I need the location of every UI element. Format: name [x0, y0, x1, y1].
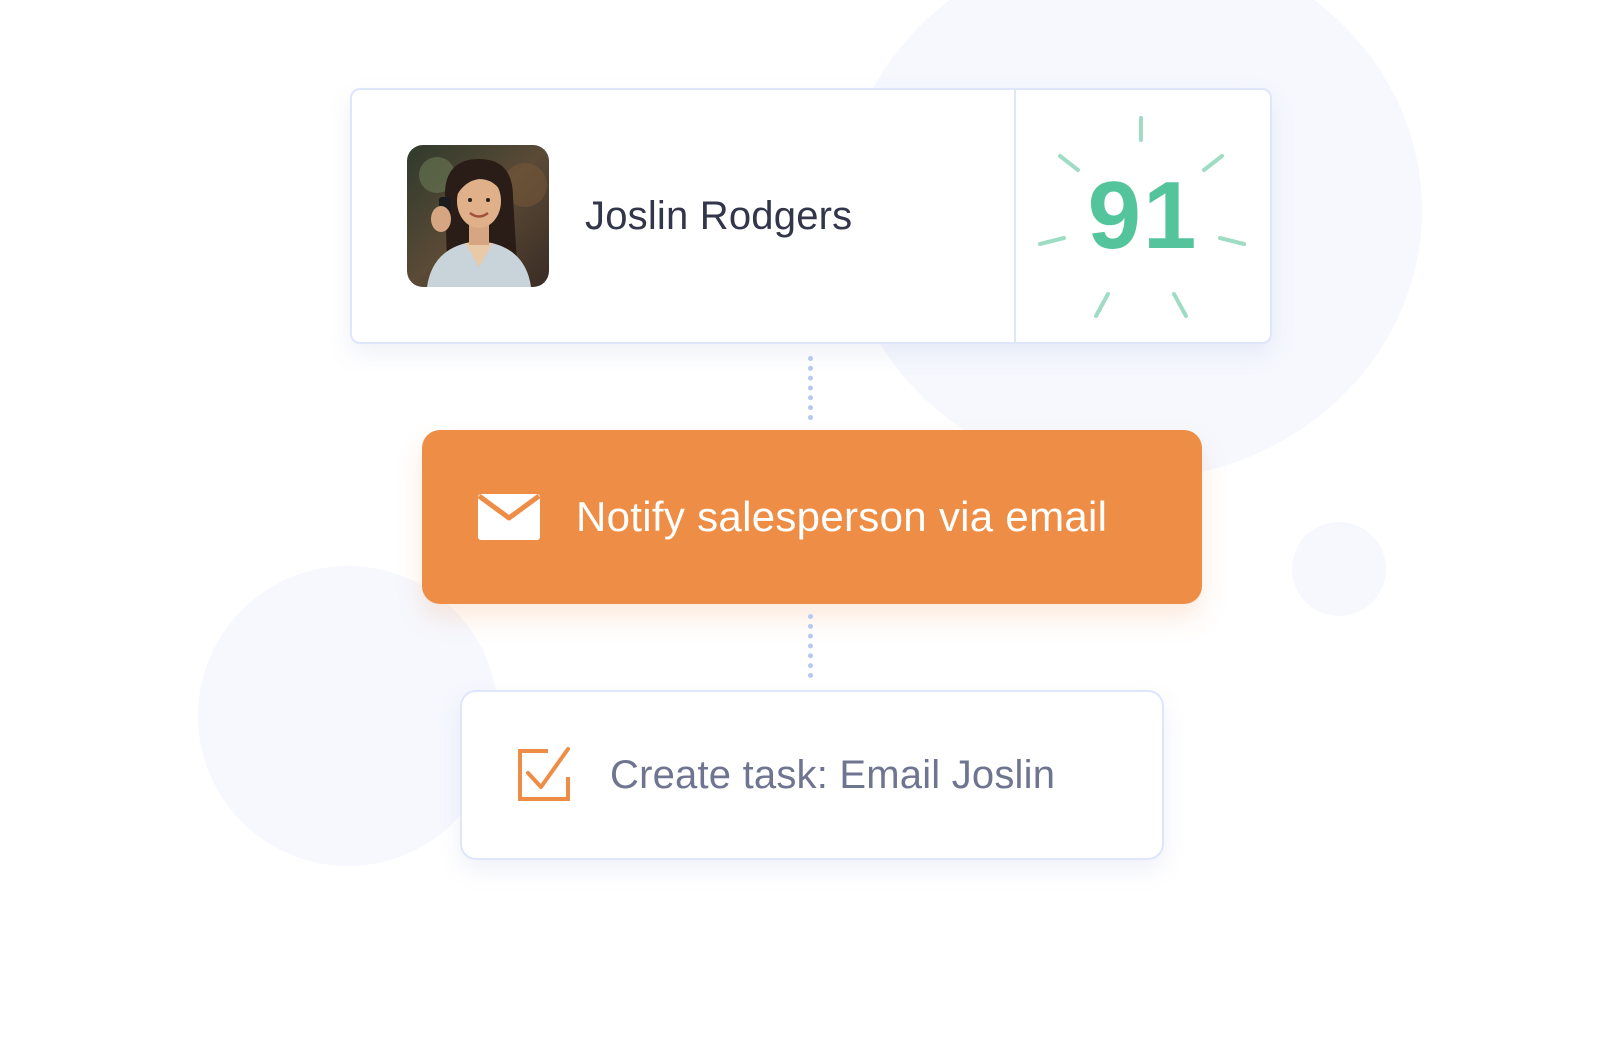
- sparkle-icon: [1038, 116, 1246, 318]
- notify-salesperson-step[interactable]: Notify salesperson via email: [422, 430, 1202, 604]
- lead-score-panel: 91: [1014, 90, 1270, 342]
- lead-score-value: 91: [1087, 162, 1199, 269]
- avatar: [407, 145, 549, 287]
- notify-salesperson-label: Notify salesperson via email: [576, 493, 1108, 540]
- person-photo-icon: [407, 145, 549, 287]
- create-task-step[interactable]: Create task: Email Joslin: [460, 690, 1164, 860]
- connector-line: [808, 356, 813, 420]
- contact-card[interactable]: Joslin Rodgers 91: [350, 88, 1272, 344]
- connector-line: [808, 614, 813, 678]
- checkbox-checked-icon: [518, 747, 570, 801]
- create-task-label: Create task: Email Joslin: [610, 752, 1056, 797]
- envelope-icon: [478, 494, 540, 540]
- contact-info: Joslin Rodgers: [352, 90, 1014, 342]
- background-circle-left: [198, 566, 498, 866]
- background-circle-small: [1292, 522, 1386, 616]
- contact-name: Joslin Rodgers: [585, 193, 853, 238]
